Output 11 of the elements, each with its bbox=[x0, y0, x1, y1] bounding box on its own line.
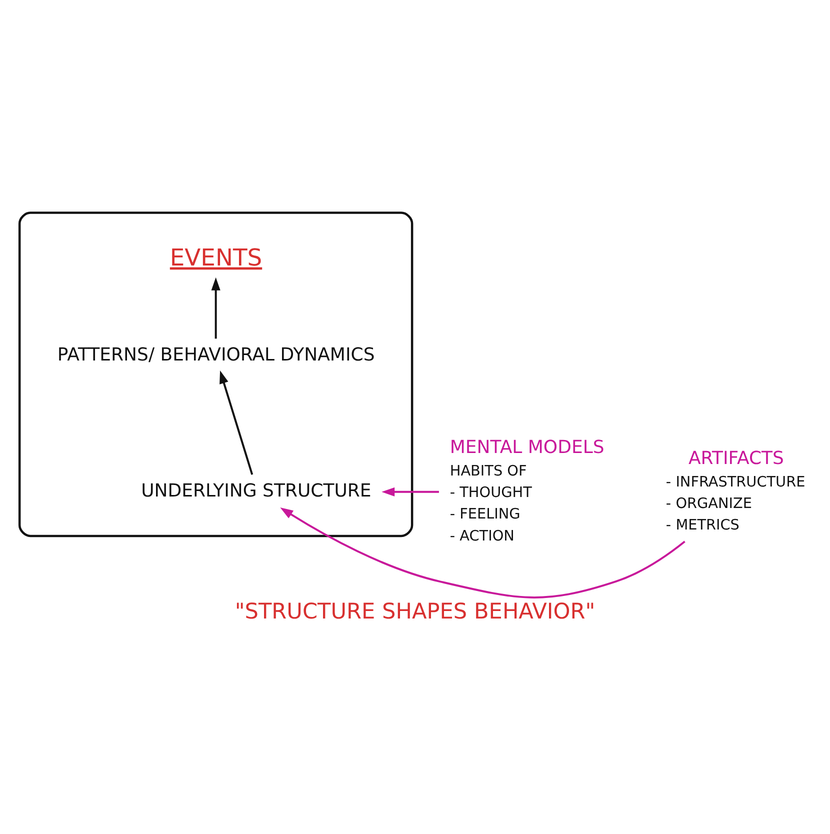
node-text: MENTAL MODELS HABITS OF - THOUGHT - FEELING - ACTION bbox=[450, 437, 604, 544]
arrow bbox=[211, 277, 220, 339]
arrow bbox=[280, 508, 686, 598]
node-text: ARTIFACTS - INFRASTRUCTURE - ORGANIZE - METRICS bbox=[666, 448, 806, 534]
arrow bbox=[220, 370, 254, 475]
node-text: PATTERNS/ BEHAVIORAL DYNAMICS bbox=[57, 344, 375, 366]
node-text: UNDERLYING STRUCTURE bbox=[141, 480, 372, 502]
cluster bbox=[18, 212, 414, 538]
caption: "STRUCTURE SHAPES BEHAVIOR" bbox=[234, 600, 596, 625]
node-text: EVENTS bbox=[170, 243, 262, 272]
arrow bbox=[382, 487, 439, 496]
